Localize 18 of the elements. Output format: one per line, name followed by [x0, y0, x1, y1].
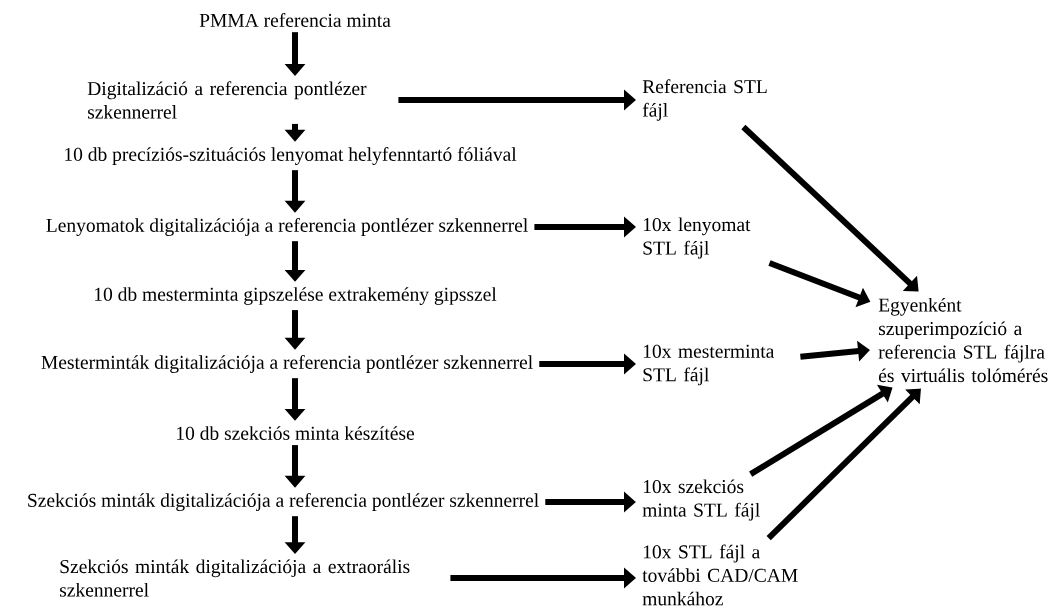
text-label: Mesterminták digitalizációja a referencia pontlézer szkennerrel — [41, 355, 533, 373]
text-label: 10 db mesterminta gipszelése extrakemény gipsszel — [95, 287, 497, 305]
text-label: 10x mesterminta STL fájl — [643, 344, 775, 386]
text-label: 10x STL fájl a további CAD/CAM munkához — [642, 544, 798, 606]
text-label: Referencia STL fájl — [642, 79, 767, 121]
text-label: PMMA referencia minta — [199, 13, 391, 27]
arrow — [741, 124, 919, 292]
text-label: 10 db szekciós minta készítése — [177, 426, 415, 440]
text-label: Lenyomatok digitalizációja a referencia pontlézer szkennerrel — [46, 218, 528, 236]
text-label: 10 db precíziós-szituációs lenyomat helyfenntartó fóliával — [65, 147, 517, 165]
text-label: Digitalizáció a referencia pontlézer szkennerrel — [87, 81, 367, 119]
arrow — [749, 384, 893, 477]
text-label: Szekciós minták digitalizációja a referencia pontlézer szkennerrel — [28, 493, 539, 511]
text-label: 10x lenyomat STL fájl — [643, 217, 751, 259]
text-label: Egyenként szuperimpozíció a referencia STL fájlra és virtuális tolómérés — [878, 297, 1048, 383]
text-label: 10x szekciós minta STL fájl — [642, 479, 760, 521]
text-label: Szekciós minták digitalizációja a extraorális szkennerrel — [60, 559, 410, 597]
arrow — [766, 388, 921, 541]
